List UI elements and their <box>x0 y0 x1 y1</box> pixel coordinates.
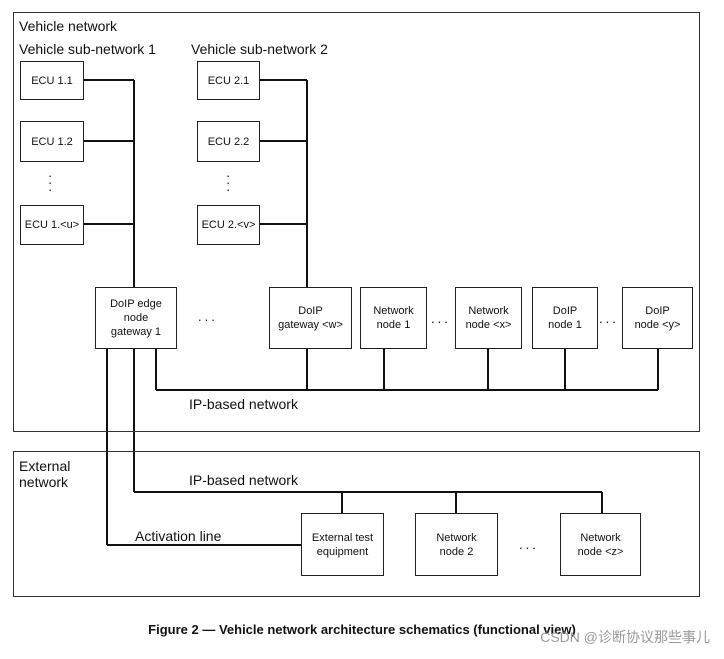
ecu-2-1: ECU 2.1 <box>197 61 260 100</box>
ecu-2-2: ECU 2.2 <box>197 121 260 162</box>
watermark: CSDN @诊断协议那些事儿 <box>540 629 710 645</box>
network-node-z: Network node <z> <box>560 513 641 576</box>
external-test-equipment: External test equipment <box>301 513 384 576</box>
doip-node-ellipsis: ... <box>599 311 619 326</box>
vehicle-network-frame <box>13 12 700 432</box>
doip-node-1: DoIP node 1 <box>532 287 598 349</box>
external-node-ellipsis: ... <box>519 537 539 552</box>
ecu-2-v: ECU 2.<v> <box>197 205 260 245</box>
network-node-ellipsis: ... <box>431 311 451 326</box>
external-ip-network-label: IP-based network <box>189 472 298 488</box>
sub-network-2-title: Vehicle sub-network 2 <box>191 41 328 57</box>
external-network-frame <box>13 451 700 597</box>
network-node-1: Network node 1 <box>360 287 427 349</box>
doip-edge-gateway-1: DoIP edge node gateway 1 <box>95 287 177 349</box>
sub-network-1-title: Vehicle sub-network 1 <box>19 41 156 57</box>
doip-node-y: DoIP node <y> <box>622 287 693 349</box>
network-node-x: Network node <x> <box>455 287 522 349</box>
gateway-ellipsis: ... <box>198 309 218 324</box>
internal-ip-network-label: IP-based network <box>189 396 298 412</box>
doip-gateway-w: DoIP gateway <w> <box>269 287 352 349</box>
vehicle-network-title: Vehicle network <box>19 18 118 34</box>
figure-caption: Figure 2 — Vehicle network architecture … <box>148 622 576 637</box>
ecu-1-ellipsis: · · · <box>48 168 53 197</box>
ecu-1-1: ECU 1.1 <box>20 61 84 100</box>
ecu-1-2: ECU 1.2 <box>20 121 84 162</box>
network-node-2: Network node 2 <box>415 513 498 576</box>
ecu-2-ellipsis: · · · <box>226 168 231 197</box>
activation-line-label: Activation line <box>135 528 222 544</box>
external-network-title: External network <box>19 458 71 490</box>
ecu-1-u: ECU 1.<u> <box>20 205 84 245</box>
